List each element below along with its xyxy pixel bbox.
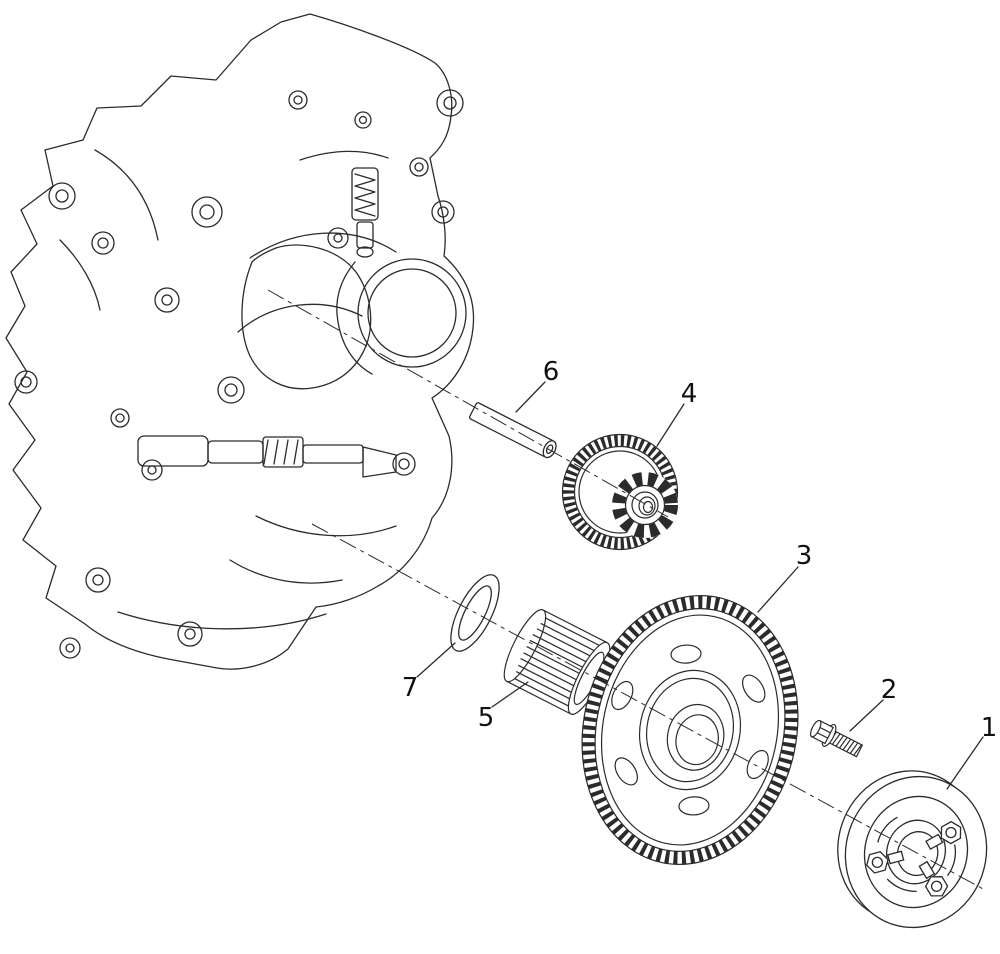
crankcase-drawing: [5, 13, 475, 670]
part-1-starter-clutch: [837, 770, 988, 929]
leader-line-5: [491, 681, 529, 708]
clutch-plunger: [866, 850, 905, 874]
callout-leaders: [416, 381, 984, 790]
leader-line-4: [656, 403, 685, 447]
callout-label-5: 5: [478, 703, 495, 733]
pinion-gear: [612, 472, 678, 538]
leader-line-3: [757, 566, 799, 613]
leader-line-6: [515, 381, 546, 413]
spring-stud-detail: [351, 167, 379, 258]
part-2-bolt: [809, 719, 864, 758]
leader-line-2: [849, 699, 884, 732]
part-4-idler-gear: [561, 433, 679, 551]
clutch-plunger: [918, 860, 949, 897]
callout-label-6: 6: [543, 357, 560, 387]
callout-label-3: 3: [796, 541, 813, 571]
part-6-pin: [468, 402, 557, 459]
callout-label-4: 4: [681, 379, 698, 409]
clutch-plunger: [925, 820, 962, 851]
leader-line-1: [946, 736, 984, 790]
callout-labels: 1 2 3 4 5 6 7: [402, 357, 998, 743]
centerlines: [267, 289, 986, 891]
leader-line-7: [416, 642, 456, 678]
callout-label-7: 7: [402, 673, 419, 703]
callout-label-1: 1: [981, 713, 998, 743]
part-5-needle-bearing: [503, 609, 611, 715]
callout-label-2: 2: [881, 675, 898, 705]
shaft-detail: [137, 435, 416, 478]
